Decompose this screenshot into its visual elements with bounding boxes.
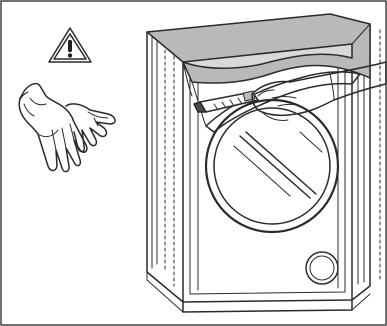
diagram-canvas [0,0,387,326]
instruction-illustration [0,0,387,326]
